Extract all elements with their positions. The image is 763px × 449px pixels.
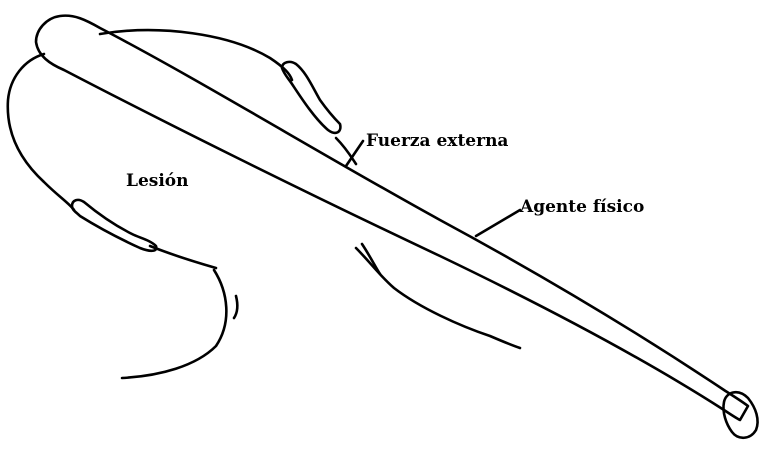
shoulder-tick: [360, 242, 382, 276]
leader-agente: [474, 208, 522, 238]
neck: [120, 268, 228, 380]
jaw-line: [148, 244, 218, 270]
shoulder: [354, 246, 522, 350]
ear-left: [70, 198, 158, 253]
label-agente-fisico: Agente físico: [520, 197, 645, 217]
neck-tick: [232, 294, 239, 320]
baseball-bat: [34, 14, 750, 422]
ear-right: [280, 60, 342, 135]
head-outline: [6, 52, 76, 212]
leader-fuerza: [344, 139, 365, 168]
label-lesion: Lesión: [126, 171, 189, 191]
head-rear: [334, 136, 358, 166]
bat-knob: [722, 390, 759, 440]
head-top: [98, 28, 294, 82]
label-fuerza-externa: Fuerza externa: [366, 131, 509, 151]
